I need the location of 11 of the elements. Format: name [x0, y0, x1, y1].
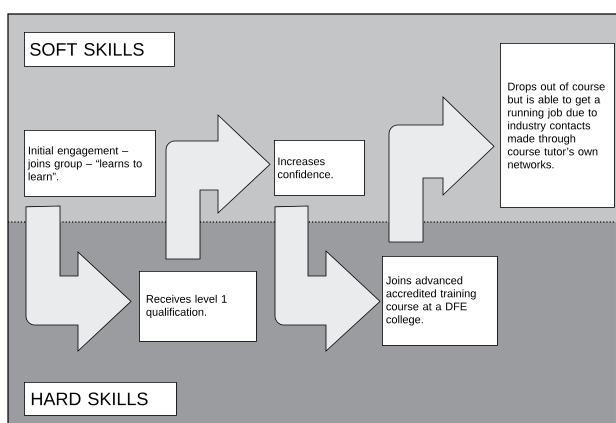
bent-arrow — [26, 206, 132, 352]
bent-arrow — [388, 96, 494, 242]
bent-arrow — [274, 206, 380, 352]
step-box: Increases confidence. — [274, 140, 365, 196]
step-box: Drops out of course but is able to get a running job due to industry contacts made through course tutor’s own networks. — [500, 43, 615, 208]
bent-arrow — [166, 114, 270, 260]
skill-label: HARD SKILLS — [24, 382, 177, 416]
step-box: Receives level 1 qualification. — [139, 271, 257, 342]
step-box: Joins advanced accredited training course at a DFE college. — [382, 256, 498, 346]
skill-label: SOFT SKILLS — [24, 32, 175, 67]
step-box: Initial engagement – joins group – “learns to learn”. — [24, 130, 156, 197]
